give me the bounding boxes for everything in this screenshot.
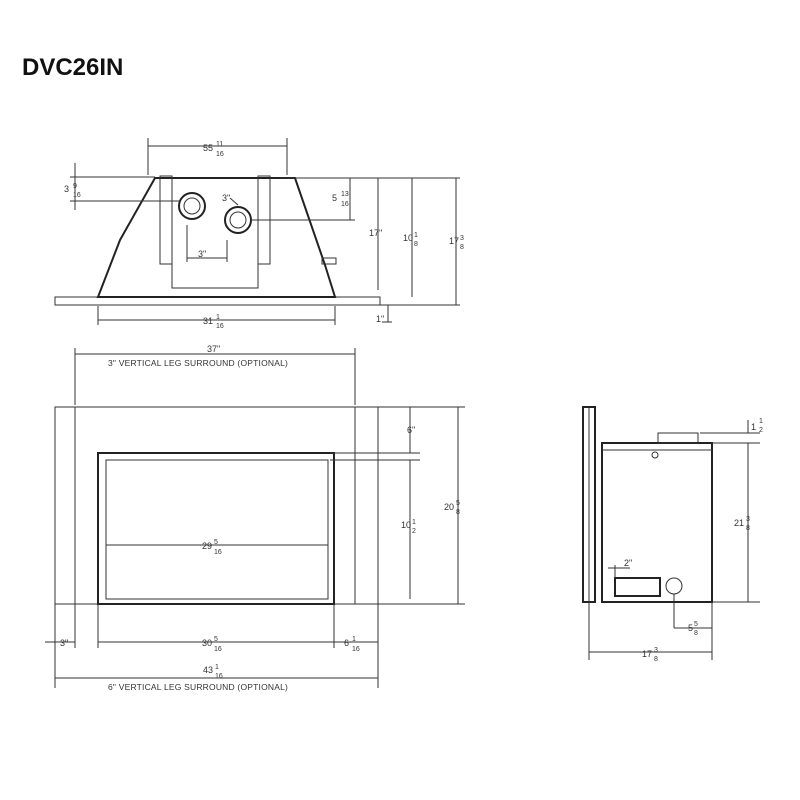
top-view-inner-box [171,178,259,289]
overall-width-whole: 43 [203,665,213,675]
side-view: 1 1 2 21 3 8 2" 5 5 8 17 3 8 [582,406,763,663]
side-control-gap: 2" [624,558,632,568]
side-top-fitting [651,451,659,459]
vent-offset-whole: 5 [332,193,337,203]
right-leg-whole: 6 [344,638,349,648]
frame-width-num: 5 [214,636,218,643]
side-top-offset-num: 1 [759,418,763,425]
left-offset-num: 9 [73,183,77,190]
front-frame-outer [97,452,335,605]
opening-height-whole: 10 [401,520,411,530]
front-frame-inner [105,459,329,600]
top-gap-label: 6" [407,425,415,435]
base-width-whole: 31 [203,316,213,326]
side-vent-collar [657,432,699,444]
depth-inner-label: 17" [369,228,382,238]
side-depth-den: 8 [654,656,658,663]
side-control-box [614,577,661,597]
opening-width-num: 5 [214,539,218,546]
depth-mid-num: 1 [414,232,418,239]
right-leg-den: 16 [352,646,360,653]
overall-width-num: 1 [215,664,219,671]
top-view-vent-2-inner [229,211,247,229]
top-width-den: 16 [216,151,224,158]
left-offset-whole: 3 [64,184,69,194]
vent-size-label: 3" [222,193,230,203]
top-width-whole: 55 [203,143,213,153]
depth-total-num: 3 [460,235,464,242]
side-depth-num: 3 [654,647,658,654]
left-leg-label: 3" [60,638,68,648]
surround-6in-label: 6" VERTICAL LEG SURROUND (OPTIONAL) [108,682,288,692]
overall-width-den: 16 [215,673,223,680]
side-top-offset-whole: 1 [751,422,756,432]
overall-height-num: 5 [456,500,460,507]
front-view: 37" 3" VERTICAL LEG SURROUND (OPTIONAL) … [45,344,465,692]
left-offset-den: 16 [73,192,81,199]
depth-mid-den: 8 [414,241,418,248]
top-view-body [96,177,337,298]
top-view-vent-2 [224,206,252,234]
overall-height-whole: 20 [444,502,454,512]
top-view: 55 11 16 3 9 16 3" 3" 5 13 16 17" 10 1 8 [54,138,464,330]
top-width-num: 11 [216,141,223,148]
top-view-vent-1-inner [183,197,201,215]
vent-spacing-label: 3" [198,249,206,259]
opening-height-den: 2 [412,528,416,535]
side-bottom-vent [665,577,683,595]
depth-total-den: 8 [460,244,464,251]
depth-mid-whole: 10 [403,233,413,243]
base-width-num: 1 [216,314,220,321]
depth-total-whole: 17 [449,236,459,246]
top-view-vent-1 [178,192,206,220]
side-bottom-offset-num: 5 [694,621,698,628]
front-outer-surround [54,406,379,605]
vent-offset-den: 16 [341,201,349,208]
base-step-label: 1" [376,314,384,324]
side-height-den: 8 [746,525,750,532]
side-top-offset-den: 2 [759,427,763,434]
top-view-left-rail [159,175,173,265]
base-width-den: 16 [216,323,224,330]
opening-height-num: 1 [412,519,416,526]
overall-height-den: 8 [456,509,460,516]
side-bottom-offset-whole: 5 [688,623,693,633]
opening-width-den: 16 [214,549,222,556]
opening-width-whole: 29 [202,541,212,551]
side-height-whole: 21 [734,518,744,528]
page-title: DVC26IN [22,54,124,81]
top-view-bracket [321,257,337,265]
frame-width-den: 16 [214,646,222,653]
side-bottom-offset-den: 8 [694,630,698,637]
vent-offset-num: 13 [341,191,349,198]
side-body [601,442,713,603]
frame-width-whole: 30 [202,638,212,648]
surround-3in-label: 3" VERTICAL LEG SURROUND (OPTIONAL) [108,358,288,368]
side-height-num: 3 [746,516,750,523]
surround-width-label: 37" [207,344,220,354]
side-depth-whole: 17 [642,649,652,659]
right-leg-num: 1 [352,636,356,643]
top-view-base-plate [54,296,381,306]
